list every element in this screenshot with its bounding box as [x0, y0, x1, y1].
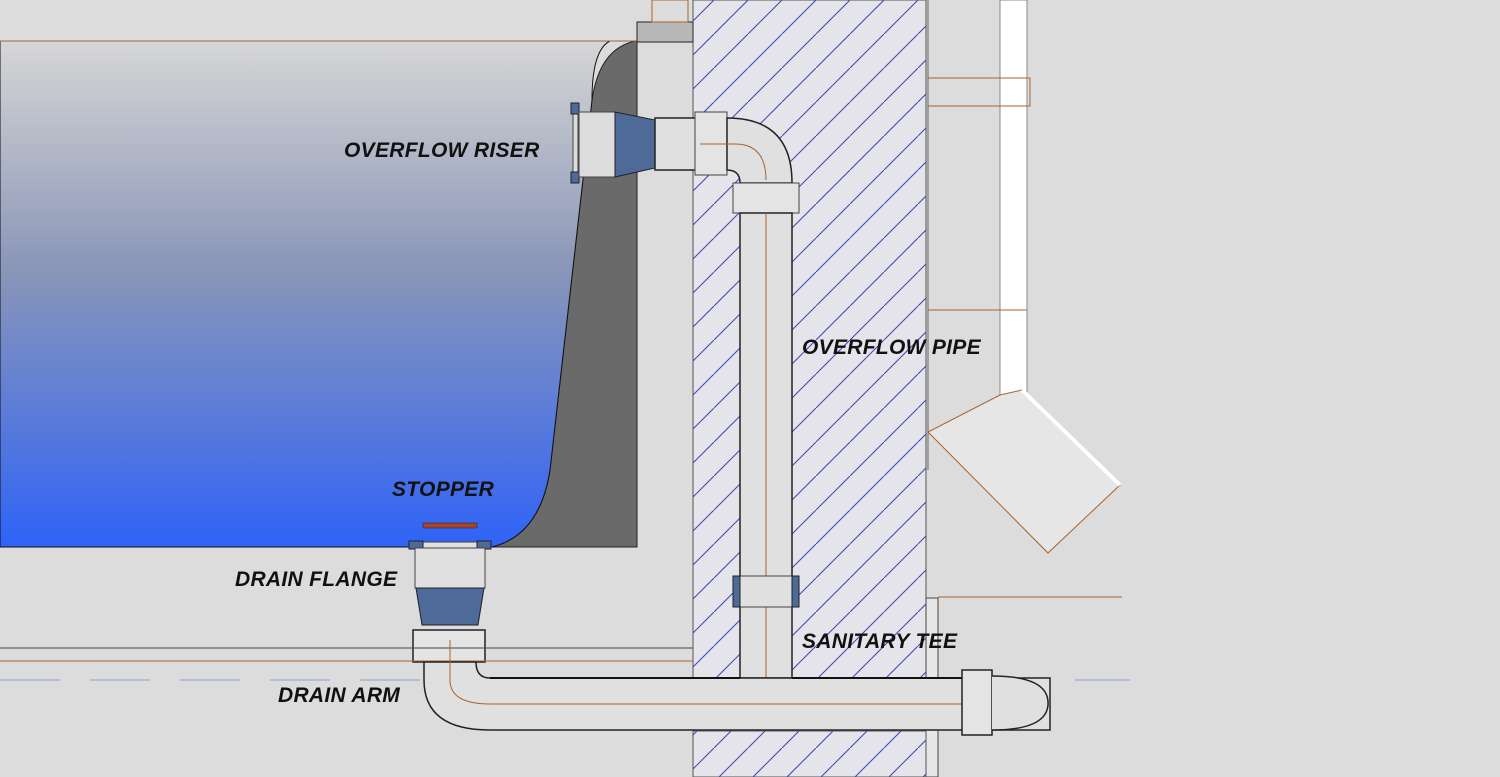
overflow-riser-body [578, 111, 616, 178]
stopper [422, 522, 478, 529]
overflow-horizontal [654, 117, 698, 171]
label-stopper: STOPPER [392, 478, 495, 501]
label-drain-flange: DRAIN FLANGE [235, 568, 398, 591]
drain-coupling [412, 629, 486, 663]
wall-cap-top [651, 0, 689, 23]
cleanout-coupling [961, 669, 993, 736]
overflow-riser-reducer [614, 111, 656, 178]
overflow-riser-bolt-bottom [570, 171, 580, 184]
drain-flange-body [414, 547, 486, 589]
sanitary-tee-coupling [734, 575, 799, 608]
label-drain-arm: DRAIN ARM [278, 684, 401, 707]
hatched-wall-lower [692, 730, 927, 777]
vent-stack [999, 0, 1028, 396]
overflow-riser-plate [572, 107, 579, 183]
wall-cap [636, 21, 694, 43]
tee-bolt-left [732, 575, 741, 608]
wye-edge [1020, 388, 1122, 487]
hatched-wall [692, 0, 927, 777]
overflow-elbow-center [700, 143, 767, 181]
label-sanitary-tee: SANITARY TEE [802, 630, 958, 653]
elbow-coupling [732, 182, 800, 214]
cleanout-cap [991, 675, 1049, 731]
overflow-riser-bolt-top [570, 102, 580, 115]
tee-bolt-right [791, 575, 800, 608]
label-overflow-riser: OVERFLOW RISER [344, 139, 540, 162]
label-overflow-pipe: OVERFLOW PIPE [802, 336, 981, 359]
drain-arm-center [449, 640, 1050, 705]
wye-branch [927, 389, 1121, 554]
tub-water [0, 40, 611, 548]
drain-flange-reducer [415, 587, 485, 626]
